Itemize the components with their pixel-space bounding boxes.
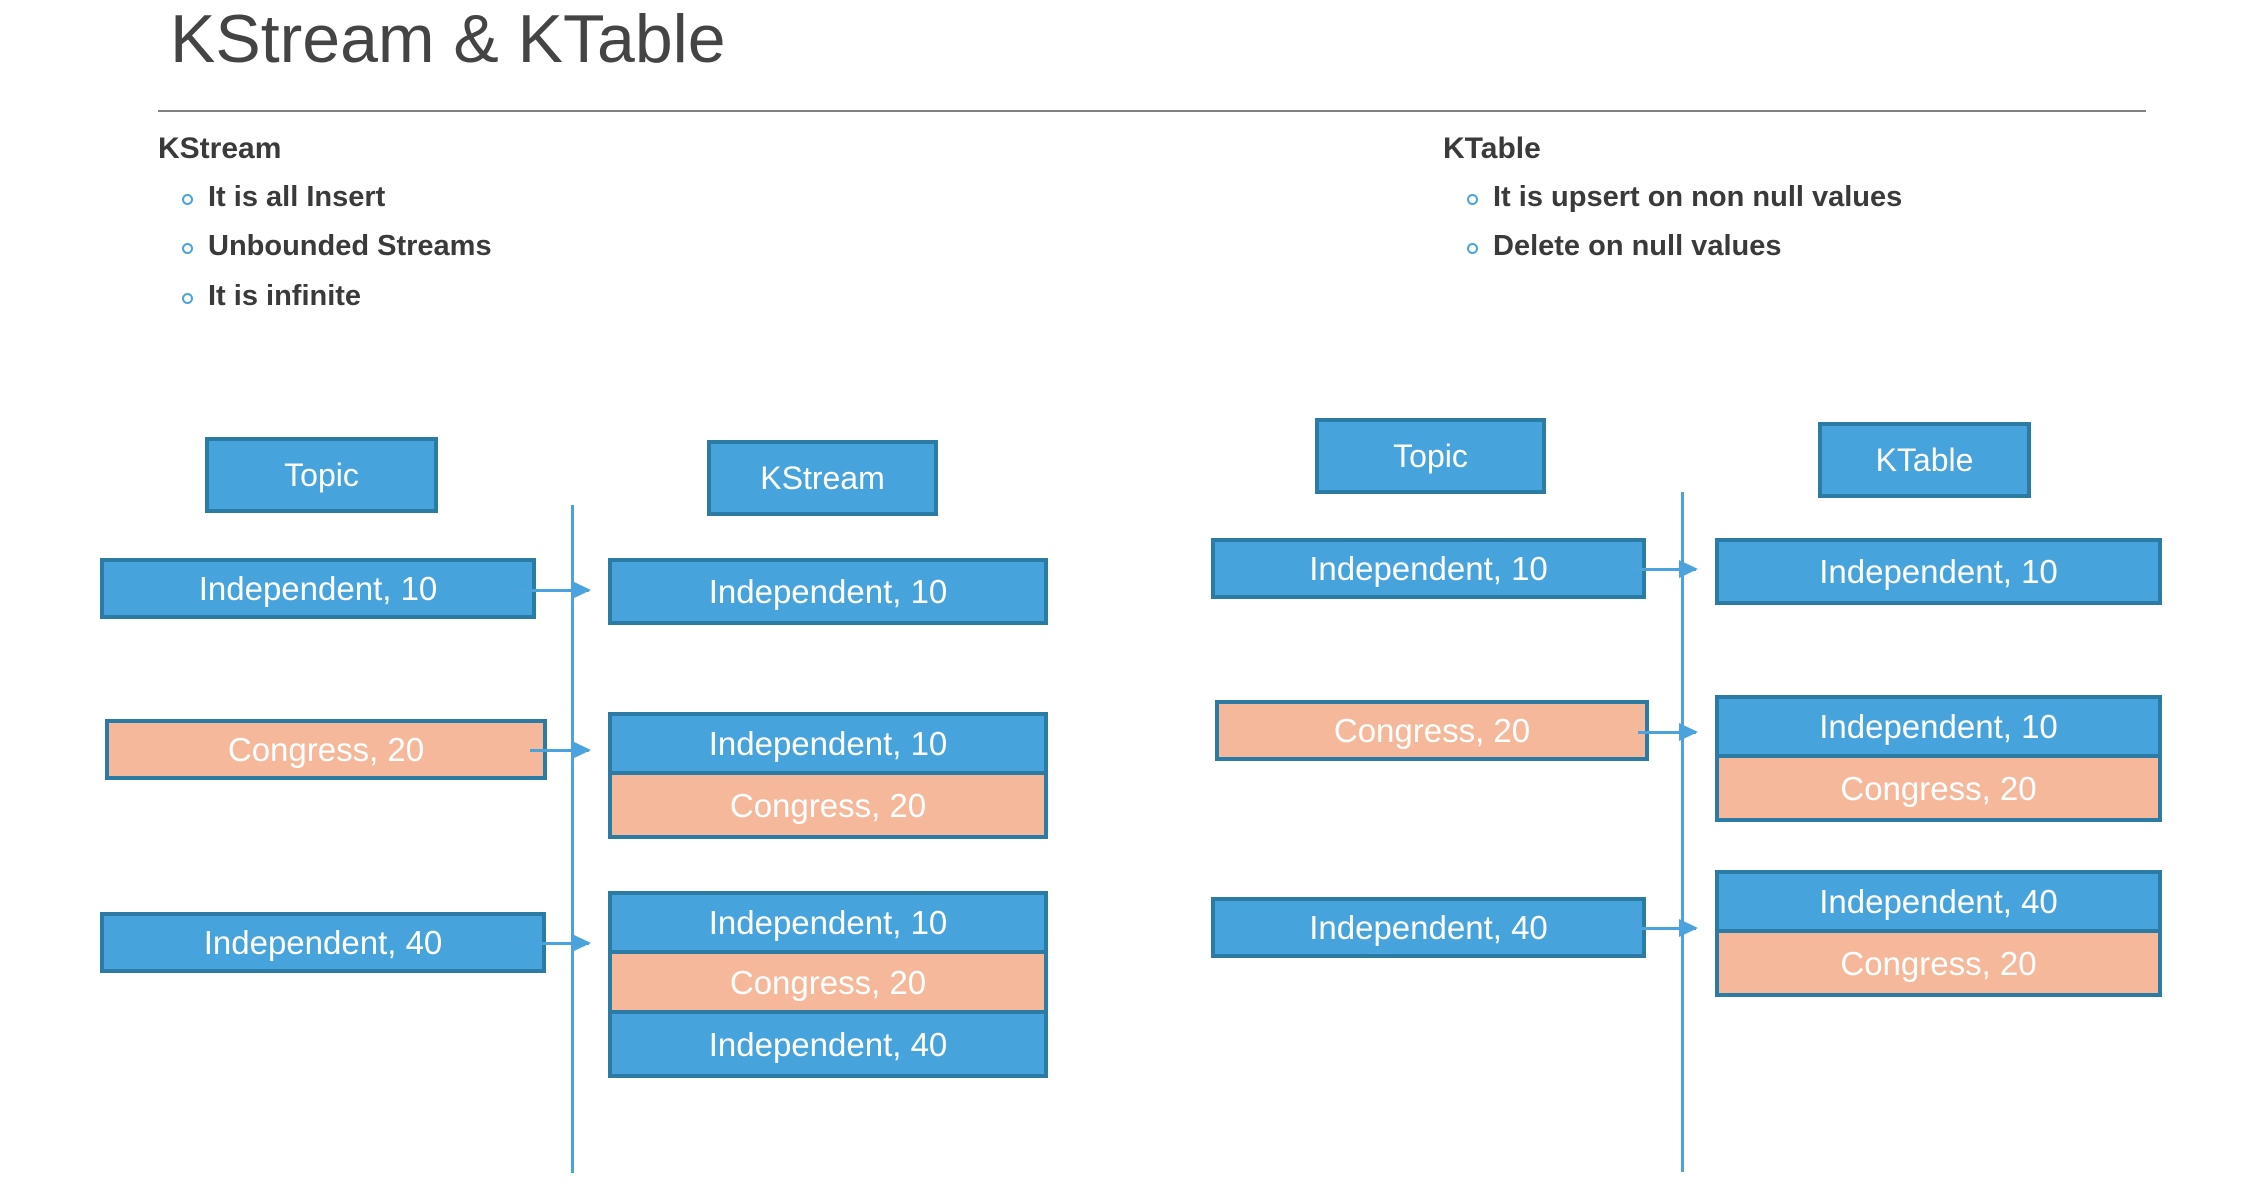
list-item: It is all Insert [158,182,492,212]
kstream-heading: KStream [158,132,282,165]
kstream-arrow [530,741,591,759]
stack-row: Independent, 10 [612,562,1044,621]
list-item: Unbounded Streams [158,230,492,263]
ktable-topic-header-box: Topic [1315,418,1546,494]
bullet-ring-icon [1467,243,1478,255]
kstream-stack: Independent, 10 Congress, 20 Independent… [608,891,1048,1078]
list-item-label: Delete on null values [1493,230,1782,263]
bullet-ring-icon [1467,194,1478,205]
list-item: Delete on null values [1443,230,1902,263]
kstream-arrow [517,934,591,952]
list-item: It is upsert on non null values [1443,182,1902,212]
page-title: KStream & KTable [170,1,726,77]
ktable-topic-row: Congress, 20 [1215,700,1649,761]
ktable-stack: Independent, 10 [1715,538,2162,605]
kstream-stack: Independent, 10 Congress, 20 [608,712,1048,839]
kstream-arrow [517,581,591,599]
kstream-stack: Independent, 10 [608,558,1048,625]
bullet-ring-icon [182,292,193,304]
stack-row: Independent, 10 [612,895,1044,954]
list-item-label: Unbounded Streams [208,230,492,263]
stack-row: Congress, 20 [1719,933,2158,993]
stack-row: Congress, 20 [612,775,1044,835]
kstream-topic-row: Independent, 10 [100,558,536,619]
bullet-ring-icon [182,243,193,255]
ktable-stack: Independent, 40 Congress, 20 [1715,870,2162,997]
ktable-arrow [1630,560,1698,578]
kstream-topic-row: Independent, 40 [100,912,546,973]
stack-row: Independent, 10 [612,716,1044,775]
ktable-arrow [1630,919,1698,937]
ktable-stack: Independent, 10 Congress, 20 [1715,695,2162,822]
ktable-boundary-line [1681,492,1684,1172]
kstream-topic-header-box: Topic [205,437,438,513]
list-item: It is infinite [158,281,492,311]
stack-row: Congress, 20 [1719,758,2158,818]
kstream-target-header-box: KStream [707,440,938,516]
ktable-topic-row: Independent, 40 [1211,897,1646,958]
kstream-bullet-list: It is all Insert Unbounded Streams It is… [158,182,492,330]
kstream-topic-row: Congress, 20 [105,719,547,780]
stack-row: Independent, 10 [1719,542,2158,601]
ktable-arrow [1638,723,1698,741]
ktable-bullet-list: It is upsert on non null values Delete o… [1443,182,1902,281]
ktable-topic-row: Independent, 10 [1211,538,1646,599]
stack-row: Congress, 20 [612,954,1044,1014]
ktable-heading: KTable [1443,132,1541,165]
list-item-label: It is upsert on non null values [1493,181,1903,213]
ktable-target-header-box: KTable [1818,422,2031,498]
list-item-label: It is infinite [208,279,362,312]
list-item-label: It is all Insert [208,181,386,213]
stack-row: Independent, 40 [1719,874,2158,933]
title-divider [158,110,2146,112]
stack-row: Independent, 40 [612,1014,1044,1074]
kstream-boundary-line [571,505,574,1173]
bullet-ring-icon [182,194,193,205]
stack-row: Independent, 10 [1719,699,2158,758]
